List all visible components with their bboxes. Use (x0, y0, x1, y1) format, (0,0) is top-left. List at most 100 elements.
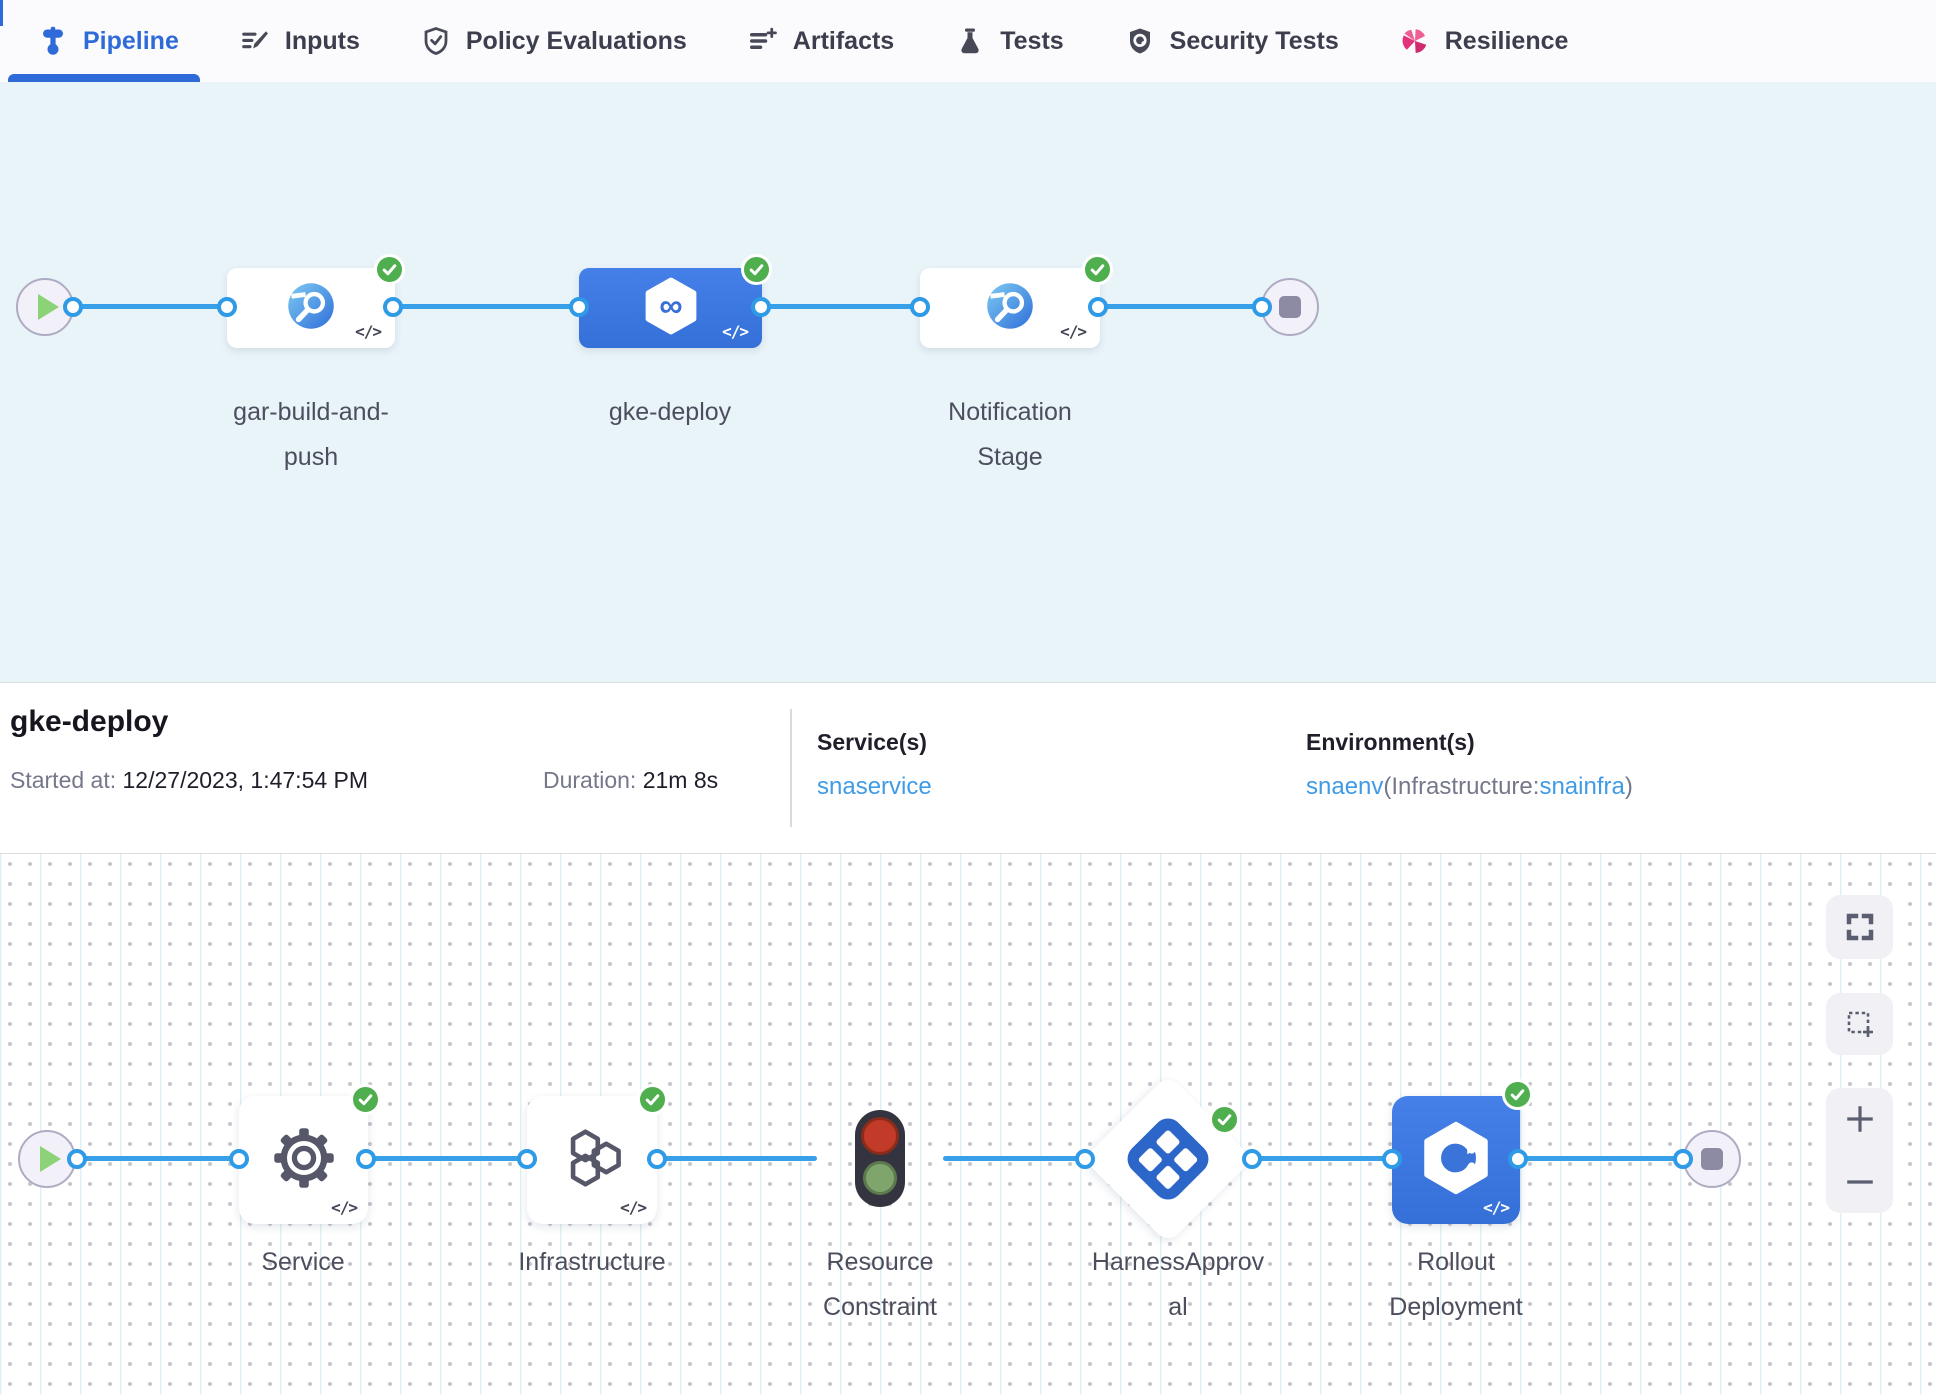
zoom-in-icon[interactable] (1843, 1102, 1877, 1136)
success-check-badge (1209, 1104, 1240, 1135)
step-label[interactable]: Infrastructure (518, 1248, 666, 1276)
success-check-badge (1082, 254, 1113, 285)
success-check-badge (741, 254, 772, 285)
step-label[interactable]: Resource Constraint (823, 1248, 937, 1321)
success-check-badge (374, 254, 405, 285)
tab-policy-evaluations[interactable]: Policy Evaluations (420, 25, 687, 57)
step-card-service[interactable]: </> (239, 1096, 368, 1224)
connector-port[interactable] (751, 297, 771, 317)
step-card-harness-approval[interactable] (1083, 1074, 1253, 1244)
green-light (863, 1161, 897, 1195)
ci-build-stage-icon (984, 280, 1036, 337)
step-card-infrastructure[interactable]: </> (527, 1096, 657, 1224)
success-check-badge (350, 1084, 381, 1115)
connector-port[interactable] (517, 1149, 537, 1169)
code-view-toggle[interactable]: </> (331, 1198, 358, 1217)
fullscreen-button[interactable] (1826, 895, 1893, 959)
tab-resilience[interactable]: Resilience (1399, 25, 1568, 57)
connector-port[interactable] (647, 1149, 667, 1169)
marquee-selection-icon (1847, 1011, 1873, 1037)
environments-label: Environment(s) (1306, 729, 1475, 755)
stage-label[interactable]: gke-deploy (608, 398, 732, 426)
success-check-badge (1502, 1079, 1533, 1110)
tab-inputs[interactable]: Inputs (239, 25, 360, 57)
edge (393, 304, 581, 309)
connector-port[interactable] (67, 1149, 87, 1169)
marquee-select-button[interactable] (1826, 993, 1893, 1055)
connector-port[interactable] (217, 297, 237, 317)
zoom-out-icon[interactable] (1843, 1165, 1877, 1199)
infrastructure-prefix: (Infrastructure: (1383, 773, 1540, 800)
connector-port[interactable] (1508, 1149, 1528, 1169)
connector-port[interactable] (383, 297, 403, 317)
edge (1252, 1156, 1394, 1161)
step-card-rollout-deployment[interactable]: </> (1392, 1096, 1520, 1224)
connector-port[interactable] (356, 1149, 376, 1169)
red-light (861, 1117, 899, 1155)
step-label[interactable]: Service (261, 1248, 345, 1276)
connector-port[interactable] (1382, 1149, 1402, 1169)
edge (77, 1156, 241, 1161)
step-label[interactable]: HarnessApprov al (1091, 1248, 1265, 1321)
security-shield-icon (1124, 25, 1156, 57)
execution-end-node[interactable] (1683, 1130, 1741, 1188)
tab-security-tests[interactable]: Security Tests (1124, 25, 1339, 57)
approval-diamond-icon (1121, 1112, 1215, 1206)
execution-start-node[interactable] (18, 1130, 76, 1188)
pipeline-stage-graph: </> ∞ </> </> gar-build-and- push gke-de… (0, 82, 1936, 682)
connector-port[interactable] (229, 1149, 249, 1169)
zoom-controls (1826, 1088, 1893, 1213)
connector-port[interactable] (910, 297, 930, 317)
execution-details-bar: gke-deploy Started at: 12/27/2023, 1:47:… (0, 682, 1936, 854)
connector-port[interactable] (569, 297, 589, 317)
environment-link[interactable]: snaenv (1306, 773, 1384, 800)
inputs-icon (239, 25, 271, 57)
stop-icon (1279, 296, 1301, 318)
tab-bar: Pipeline Inputs Policy Evaluations Artif… (0, 0, 1936, 82)
selected-stage-title: gke-deploy (10, 705, 169, 738)
connector-port[interactable] (1075, 1149, 1095, 1169)
tab-tests[interactable]: Tests (954, 25, 1064, 57)
tab-pipeline[interactable]: Pipeline (37, 25, 179, 57)
code-view-toggle[interactable]: </> (1060, 322, 1087, 341)
stage-label[interactable]: gar-build-and- push (233, 398, 389, 471)
code-view-toggle[interactable]: </> (1483, 1198, 1510, 1217)
connector-port[interactable] (1242, 1149, 1262, 1169)
stage-card-gke-deploy[interactable]: ∞ </> (579, 268, 762, 348)
gear-icon (270, 1124, 338, 1197)
started-at: Started at: 12/27/2023, 1:47:54 PM (10, 767, 369, 793)
code-view-toggle[interactable]: </> (722, 322, 749, 341)
tab-label: Inputs (284, 26, 360, 55)
stage-card-notification-stage[interactable]: </> (920, 268, 1100, 348)
ci-build-stage-icon (285, 280, 337, 337)
play-icon (40, 1146, 61, 1172)
edge (366, 1156, 529, 1161)
service-link[interactable]: snaservice (817, 773, 932, 800)
code-view-toggle[interactable]: </> (355, 322, 382, 341)
connector-port[interactable] (63, 297, 83, 317)
connector-port[interactable] (1673, 1149, 1693, 1169)
tab-label: Security Tests (1169, 26, 1339, 55)
edge (73, 304, 229, 309)
divider (790, 709, 792, 827)
success-check-badge (637, 1084, 668, 1115)
code-view-toggle[interactable]: </> (620, 1198, 647, 1217)
resilience-pinwheel-icon (1399, 25, 1431, 57)
active-tab-indicator (8, 74, 200, 82)
step-label[interactable]: Rollout Deployment (1389, 1248, 1523, 1321)
tab-artifacts[interactable]: Artifacts (747, 25, 894, 57)
stage-execution-graph[interactable]: </> </> </> Servic (0, 854, 1936, 1394)
stage-label[interactable]: Notification Stage (948, 398, 1072, 471)
stop-icon (1701, 1148, 1723, 1170)
infrastructure-suffix: ) (1624, 773, 1633, 800)
infrastructure-link[interactable]: snainfra (1539, 773, 1625, 800)
traffic-light-icon[interactable] (855, 1110, 905, 1207)
connector-port[interactable] (1088, 297, 1108, 317)
svg-text:∞: ∞ (659, 286, 682, 323)
fullscreen-icon (1846, 913, 1873, 941)
rollout-deployment-icon (1416, 1118, 1496, 1203)
stage-card-gar-build-and-push[interactable]: </> (227, 268, 395, 348)
connector-port[interactable] (1252, 297, 1272, 317)
edge (943, 1156, 1087, 1161)
tab-label: Tests (1000, 26, 1064, 55)
